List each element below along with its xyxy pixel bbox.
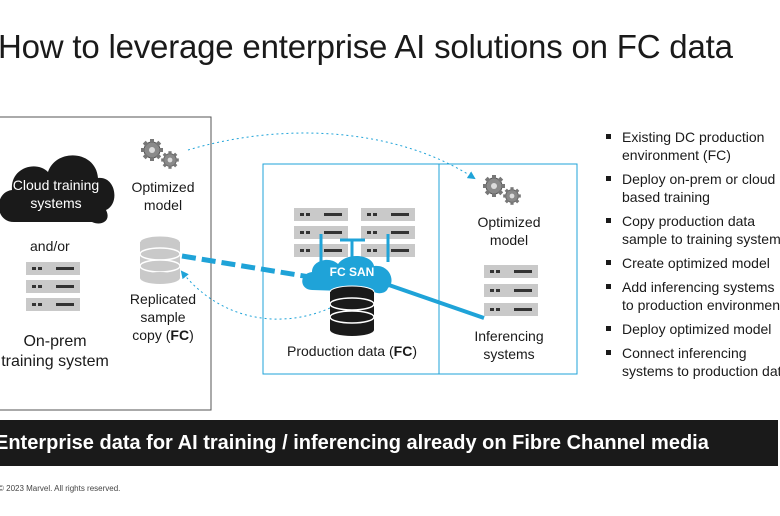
summary-banner: Enterprise data for AI training / infere… bbox=[0, 420, 778, 466]
production-db-icon bbox=[329, 285, 375, 336]
list-item: Deploy on-prem or cloud based training bbox=[604, 170, 780, 206]
replicated-copy-label: Replicated sample copy (FC) bbox=[116, 290, 210, 344]
andor-label: and/or bbox=[30, 238, 70, 254]
copy-sample-arrow bbox=[180, 270, 331, 320]
list-item: Add inferencing systems to production en… bbox=[604, 278, 780, 314]
left-optimized-model-label: Optimized model bbox=[131, 179, 195, 213]
right-panel-frame bbox=[438, 163, 578, 375]
fc-san-cloud bbox=[302, 255, 392, 294]
left-gears-icon bbox=[140, 138, 180, 170]
production-fc: FC bbox=[393, 343, 413, 359]
cloud-training-label: Cloud training systems bbox=[12, 177, 100, 211]
onprem-label: On-prem training system bbox=[1, 333, 109, 370]
list-item: Create optimized model bbox=[604, 254, 780, 272]
inferencing-label: Inferencing systems bbox=[474, 328, 544, 362]
cloud-icon bbox=[0, 155, 115, 224]
list-item: Deploy optimized model bbox=[604, 320, 780, 338]
replicated-text: Replicated sample copy ( bbox=[129, 291, 197, 343]
replicated-fc: FC bbox=[170, 327, 190, 343]
list-item: Existing DC production environment (FC) bbox=[604, 128, 780, 164]
slide-title: How to leverage enterprise AI solutions … bbox=[0, 28, 733, 65]
banner-text: Enterprise data for AI training / infere… bbox=[0, 432, 709, 454]
right-optimized-model-label: Optimized model bbox=[477, 214, 541, 248]
inferencing-servers-icon bbox=[484, 265, 538, 316]
fc-san-label: FC SAN bbox=[329, 265, 375, 279]
replicated-db-icon bbox=[139, 235, 181, 284]
replicated-end: ) bbox=[189, 327, 194, 343]
onprem-servers-icon bbox=[26, 262, 80, 311]
production-data-label: Production data (FC) bbox=[272, 342, 432, 360]
list-item: Connect inferencing systems to productio… bbox=[604, 344, 780, 380]
left-panel-frame bbox=[0, 116, 212, 411]
right-gears-icon bbox=[482, 174, 522, 206]
fc-link-left bbox=[181, 253, 317, 281]
production-text: Production data ( bbox=[287, 343, 394, 359]
list-item: Copy production data sample to training … bbox=[604, 212, 780, 248]
model-deploy-arrow bbox=[187, 132, 476, 180]
steps-list: Existing DC production environment (FC) … bbox=[604, 128, 780, 386]
production-servers-icon bbox=[294, 208, 415, 257]
fc-link-right bbox=[385, 282, 485, 320]
production-end: ) bbox=[412, 343, 417, 359]
copyright-footer: © 2023 Marvel. All rights reserved. bbox=[0, 484, 121, 493]
